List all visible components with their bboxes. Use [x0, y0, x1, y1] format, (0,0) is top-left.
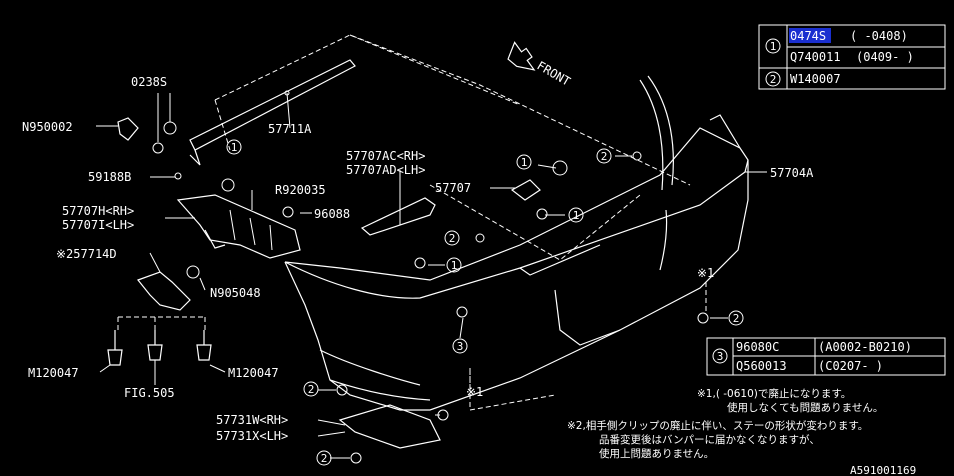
front-arrow: FRONT	[507, 41, 573, 89]
range-q740011: (0409- )	[856, 50, 914, 64]
range-0474s: ( -0408)	[850, 29, 908, 43]
part-w140007[interactable]: W140007	[790, 72, 841, 86]
clip-59188b[interactable]	[174, 172, 182, 180]
note2-line2: 品番変更後はバンパーに届かなくなりますが、	[599, 433, 820, 446]
range-96080c: (A0002-B0210)	[818, 340, 912, 354]
label-m120047-right[interactable]: M120047	[228, 366, 279, 380]
part-labels: 0238S N950002 57711A 59188B R920035 9608…	[22, 75, 916, 476]
callouts: 1 1 1 1 2 2 2 2 2 3	[226, 139, 744, 466]
parts-table-3: 3 96080C (A0002-B0210) Q560013 (C0207- )	[706, 337, 946, 376]
svg-text:1: 1	[521, 156, 528, 169]
part-q560013[interactable]: Q560013	[736, 359, 787, 373]
nut-n905048[interactable]	[186, 265, 200, 279]
label-57707h[interactable]: 57707H<RH>	[62, 204, 134, 218]
label-n905048[interactable]: N905048	[210, 286, 261, 300]
label-59188b[interactable]: 59188B	[88, 170, 131, 184]
svg-text:3: 3	[457, 340, 464, 353]
table3-num: 3	[717, 350, 724, 363]
trim-strip-57711a[interactable]	[189, 59, 356, 166]
note2-line1: ※2,相手側クリップの廃止に伴い、ステーの形状が変わります。	[567, 419, 868, 432]
clip-n950002[interactable]	[117, 117, 139, 141]
label-r920035[interactable]: R920035	[275, 183, 326, 197]
label-57707[interactable]: 57707	[435, 181, 471, 195]
table1-num: 1	[770, 40, 777, 53]
label-57707ad[interactable]: 57707AD<LH>	[346, 163, 425, 177]
label-57707ac[interactable]: 57707AC<RH>	[346, 149, 425, 163]
bracket-257714d[interactable]	[137, 252, 191, 311]
label-57731x[interactable]: 57731X<LH>	[216, 429, 288, 443]
clip-57707[interactable]	[510, 179, 541, 201]
svg-text:2: 2	[733, 312, 740, 325]
svg-text:1: 1	[573, 209, 580, 222]
svg-text:1: 1	[451, 259, 458, 272]
leader-lines	[96, 125, 767, 459]
parts-table-1: 1 2 0474S ( -0408) Q740011 (0409- ) W140…	[758, 24, 946, 90]
bracket-57707ac[interactable]	[360, 197, 436, 236]
stay-57731w[interactable]	[338, 404, 441, 449]
bolt-m120047-right[interactable]	[196, 330, 212, 361]
bracket-57707h[interactable]	[176, 194, 301, 259]
fasteners	[107, 93, 709, 464]
label-96088[interactable]: 96088	[314, 207, 350, 221]
part-q740011[interactable]: Q740011	[790, 50, 841, 64]
part-0474s[interactable]: 0474S	[790, 29, 826, 43]
label-fig505[interactable]: FIG.505	[124, 386, 175, 400]
callout-1[interactable]	[226, 139, 242, 155]
callout-1-circle	[765, 38, 781, 54]
clip-96088[interactable]	[282, 206, 294, 218]
range-q560013: (C0207- )	[818, 359, 883, 373]
table1-num2: 2	[770, 73, 777, 86]
svg-text:2: 2	[321, 452, 328, 465]
note1-line2: 使用しなくても問題ありません。	[727, 401, 883, 414]
front-label: FRONT	[535, 58, 573, 88]
bolt-m120047-left[interactable]	[107, 330, 123, 366]
body-outline	[214, 34, 691, 411]
note2-line3: 使用上問題ありません。	[599, 447, 714, 460]
svg-text:2: 2	[601, 150, 608, 163]
label-57731w[interactable]: 57731W<RH>	[216, 413, 288, 427]
label-0238s[interactable]: 0238S	[131, 75, 167, 89]
label-57707i[interactable]: 57707I<LH>	[62, 218, 134, 232]
part-96080c[interactable]: 96080C	[736, 340, 779, 354]
svg-text:2: 2	[308, 383, 315, 396]
mark-1-bottom: ※1	[466, 385, 483, 399]
label-57704a[interactable]: 57704A	[770, 166, 814, 180]
svg-text:2: 2	[449, 232, 456, 245]
rear-bumper[interactable]	[284, 75, 749, 411]
label-57711a[interactable]: 57711A	[268, 122, 312, 136]
figure-code: A591001169	[850, 464, 916, 476]
mark-1-right: ※1	[697, 266, 714, 280]
nut-0238s[interactable]	[163, 121, 177, 135]
label-n950002[interactable]: N950002	[22, 120, 73, 134]
selected-part-highlight	[789, 28, 831, 43]
notes: ※1,( -0610)で廃止になります。 使用しなくても問題ありません。 ※2,…	[567, 387, 883, 460]
label-257714d[interactable]: ※257714D	[56, 247, 117, 261]
note1-line1: ※1,( -0610)で廃止になります。	[697, 387, 851, 400]
svg-text:1: 1	[231, 141, 238, 154]
label-m120047-left[interactable]: M120047	[28, 366, 79, 380]
